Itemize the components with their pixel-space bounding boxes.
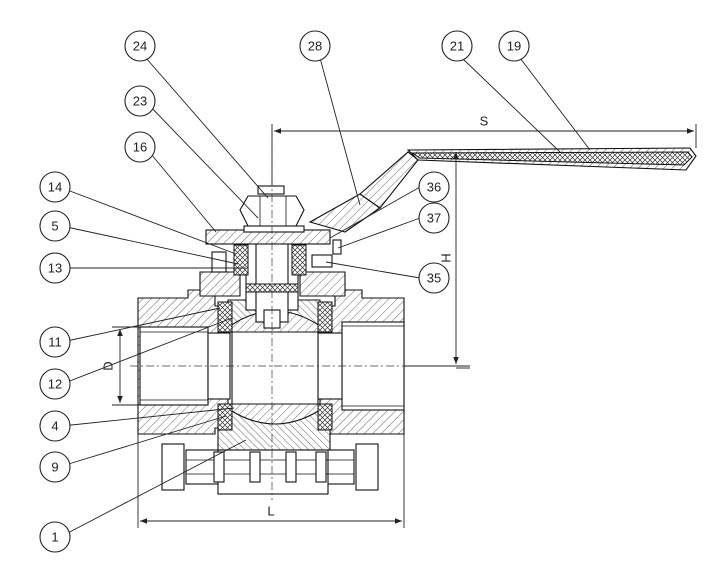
callout-36: 36 [418, 171, 450, 203]
callout-35-label: 35 [427, 271, 441, 286]
callout-16: 16 [124, 131, 156, 163]
callout-12: 12 [39, 368, 71, 400]
dimension-h: H [404, 152, 470, 369]
callout-37: 37 [418, 202, 450, 234]
callout-16-label: 16 [133, 140, 147, 155]
handle [308, 147, 697, 233]
callout-14-label: 14 [48, 180, 62, 195]
dimension-s: S [271, 114, 697, 185]
seats [217, 301, 333, 431]
callout-21-label: 21 [450, 39, 464, 54]
callout-13-label: 13 [48, 261, 62, 276]
dimension-l-label: L [267, 504, 274, 519]
left-end-connector [137, 289, 231, 435]
callout-9: 9 [39, 451, 71, 483]
callout-4-label: 4 [51, 419, 58, 434]
callout-24-label: 24 [133, 39, 147, 54]
dimension-h-label: H [439, 253, 454, 262]
leader-lines [61, 57, 591, 537]
callout-5-label: 5 [51, 219, 58, 234]
bottom-bolts [161, 443, 379, 495]
callout-37-label: 37 [427, 211, 441, 226]
callout-11-label: 11 [48, 335, 62, 350]
callout-36-label: 36 [427, 180, 441, 195]
callout-1-label: 1 [51, 530, 58, 545]
callout-19: 19 [498, 30, 530, 62]
callout-4: 4 [39, 410, 71, 442]
callout-24: 24 [124, 30, 156, 62]
callout-21: 21 [441, 30, 473, 62]
callout-13: 13 [39, 252, 71, 284]
callout-11: 11 [39, 326, 71, 358]
callout-14: 14 [39, 171, 71, 203]
callout-5: 5 [39, 210, 71, 242]
callout-35: 35 [418, 262, 450, 294]
callout-12-label: 12 [48, 377, 62, 392]
callout-23-label: 23 [133, 94, 147, 109]
callout-19-label: 19 [507, 39, 521, 54]
callout-9-label: 9 [51, 460, 58, 475]
stem-assembly [199, 229, 346, 329]
callout-23: 23 [124, 85, 156, 117]
callout-28: 28 [299, 30, 331, 62]
dimension-s-label: S [480, 114, 489, 129]
callout-28-label: 28 [308, 39, 322, 54]
callout-1: 1 [39, 521, 71, 553]
dimension-l: L [137, 434, 405, 528]
